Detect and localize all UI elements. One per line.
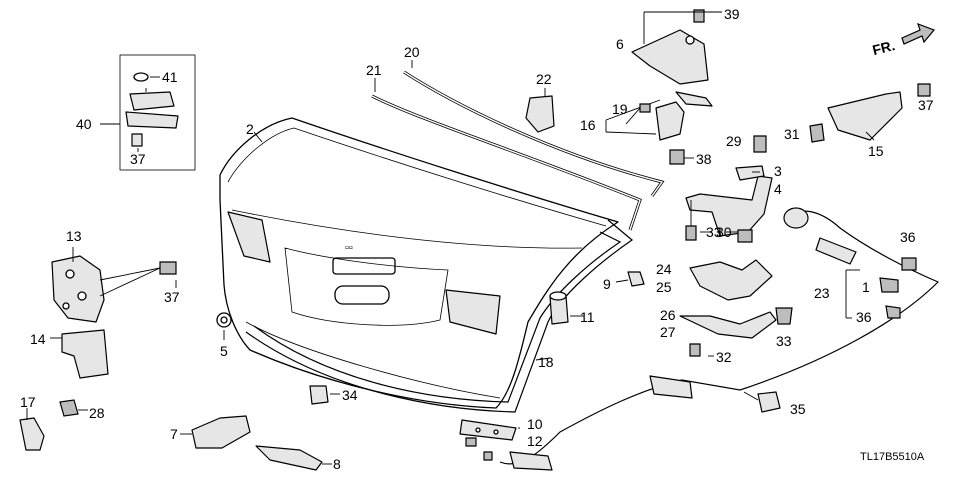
torsion-bars: [371, 60, 665, 231]
callout-4: 4: [774, 181, 782, 197]
callout-33b: 33: [776, 333, 792, 349]
callout-10: 10: [527, 416, 543, 432]
trunk-handle: [180, 415, 332, 471]
callout-1: 1: [862, 279, 870, 295]
callout-30: 30: [716, 224, 732, 240]
lid-stopper: [525, 88, 555, 133]
callout-40: 40: [76, 116, 92, 132]
callout-15: 15: [868, 143, 884, 159]
diagram-code: TL17B5510A: [860, 451, 925, 463]
leader-lines: [137, 88, 759, 429]
callout-6: 6: [616, 36, 624, 52]
callout-29: 29: [726, 133, 742, 149]
callout-17: 17: [20, 394, 36, 410]
trunk-lid: ▫▫: [219, 117, 619, 409]
svg-text:▫▫: ▫▫: [345, 242, 353, 254]
hinge-cover-group: [100, 54, 196, 171]
trunk-latch: [51, 247, 177, 323]
front-direction-label: FR.: [871, 37, 897, 58]
callout-12: 12: [527, 433, 543, 449]
callout-39: 39: [724, 6, 740, 22]
callout-37a: 37: [130, 151, 146, 167]
callout-28: 28: [89, 405, 105, 421]
front-direction-arrow: [901, 22, 936, 45]
callout-13: 13: [66, 228, 82, 244]
callout-20: 20: [404, 44, 420, 60]
callout-37b: 37: [164, 289, 180, 305]
callout-19: 19: [612, 101, 628, 117]
callout-2: 2: [246, 121, 254, 137]
bolt: [685, 200, 712, 241]
callout-31: 31: [784, 126, 800, 142]
hinge-bracket-right: [809, 83, 931, 143]
callout-3: 3: [774, 163, 782, 179]
callout-22: 22: [536, 71, 552, 87]
grommet: [216, 312, 232, 340]
callout-8: 8: [333, 456, 341, 472]
cable-brackets: [679, 229, 793, 357]
clip: [309, 385, 340, 405]
callout-16: 16: [580, 117, 596, 133]
weatherstrip-seal: [245, 219, 633, 413]
callout-36b: 36: [856, 309, 872, 325]
callout-41: 41: [162, 69, 178, 85]
callout-33a: 33: [706, 224, 722, 240]
striker: [50, 329, 109, 379]
callout-37c: 37: [918, 97, 934, 113]
callout-27: 27: [660, 324, 676, 340]
callout-9: 9: [603, 276, 611, 292]
callout-35: 35: [790, 401, 806, 417]
callout-18: 18: [538, 354, 554, 370]
lock-cylinder: [605, 91, 713, 165]
callout-labels: 1 2 3 4 5 6 7 8 9 10 11 12 13 14 15 16 1…: [20, 6, 934, 472]
callout-36a: 36: [900, 229, 916, 245]
hinge-bracket: [631, 9, 722, 85]
callout-25: 25: [656, 279, 672, 295]
key-cylinder-switch: [19, 399, 88, 451]
callout-34: 34: [342, 387, 358, 403]
callout-14: 14: [30, 331, 46, 347]
callout-23: 23: [814, 285, 830, 301]
hinge-arm: [685, 165, 773, 237]
bolt: [753, 135, 767, 153]
clips: [549, 271, 645, 325]
clip: [757, 391, 781, 413]
callout-11: 11: [580, 309, 595, 325]
license-light-plate: [459, 419, 517, 461]
callout-24: 24: [656, 261, 672, 277]
release-cable: [499, 207, 940, 471]
callout-5: 5: [220, 343, 228, 359]
callout-32: 32: [716, 349, 732, 365]
callout-38: 38: [696, 151, 712, 167]
callout-26: 26: [660, 307, 676, 323]
callout-21: 21: [366, 62, 382, 78]
callout-7: 7: [170, 426, 178, 442]
